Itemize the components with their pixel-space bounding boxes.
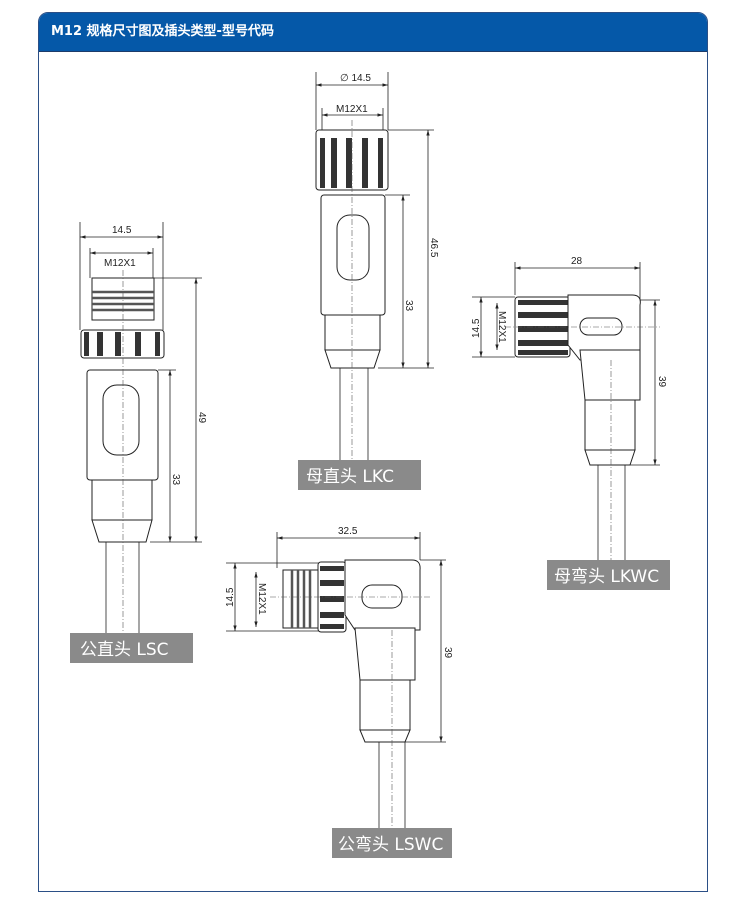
connector-label: 公直头 LSC: [80, 640, 169, 660]
connector-lkc: ∅ 14.5 M12X1 46.5 33 母直头 LKC: [298, 72, 439, 490]
connector-lkwc: 28 14.5 M12X1 39 母弯头 LKWC: [471, 256, 670, 590]
dim-width: 32.5: [338, 526, 358, 537]
dim-length: 46.5: [428, 238, 439, 258]
connector-label: 公弯头 LSWC: [338, 835, 443, 855]
dim-body: 33: [403, 300, 414, 312]
diagram-frame: M12 规格尺寸图及插头类型-型号代码: [38, 12, 708, 892]
connector-label: 母直头 LKC: [306, 467, 394, 487]
dim-width: 14.5: [112, 225, 132, 236]
connector-label: 母弯头 LKWC: [554, 567, 659, 587]
dim-thread: M12X1: [256, 583, 267, 615]
connector-lswc: 32.5 14.5 M12X1 39 公弯头 LSWC: [225, 526, 453, 858]
dim-thread: M12X1: [104, 258, 136, 269]
dim-length: 39: [656, 376, 667, 388]
dim-width: 28: [571, 256, 583, 267]
dim-thread: M12X1: [496, 311, 507, 343]
dim-height: 14.5: [225, 587, 236, 607]
connector-lsc: 14.5 M12X1 49 33 公直头 LSC: [70, 222, 207, 663]
label-box: [547, 560, 670, 590]
dim-body: 33: [170, 474, 181, 486]
dim-length: 39: [442, 647, 453, 659]
label-box: [70, 633, 193, 663]
label-box: [298, 460, 421, 490]
label-box: [332, 828, 452, 858]
dim-thread: M12X1: [336, 104, 368, 115]
dim-height: 14.5: [471, 318, 482, 338]
dim-length: 49: [196, 412, 207, 424]
dim-width: ∅ 14.5: [340, 73, 371, 84]
page-title: M12 规格尺寸图及插头类型-型号代码: [39, 13, 707, 52]
